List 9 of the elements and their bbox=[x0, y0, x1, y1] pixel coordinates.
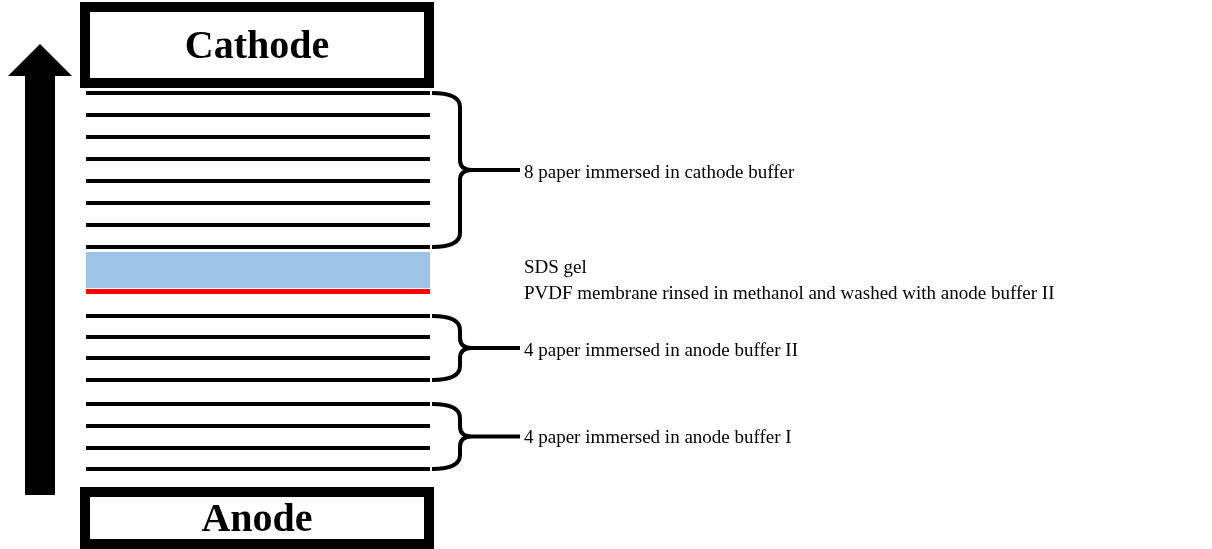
layer-label: SDS gel bbox=[524, 257, 587, 276]
electrode-box bbox=[80, 487, 434, 549]
electrode-box bbox=[80, 2, 434, 88]
layer-label: PVDF membrane rinsed in methanol and washed with anode buffer II bbox=[524, 283, 1055, 302]
electrode-label: Cathode bbox=[184, 25, 330, 65]
layer-label: 4 paper immersed in anode buffer I bbox=[524, 427, 792, 446]
layer-label: 8 paper immersed in cathode buffer bbox=[524, 162, 795, 181]
electrode-label: Anode bbox=[201, 498, 313, 538]
layer-label: 4 paper immersed in anode buffer II bbox=[524, 340, 798, 359]
